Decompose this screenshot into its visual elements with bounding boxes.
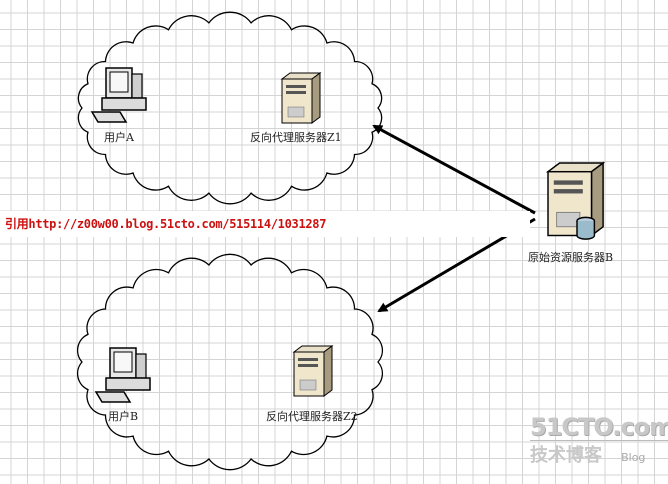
- origin-b-label: 原始资源服务器B: [528, 251, 614, 264]
- proxy-z2-label: 反向代理服务器Z2: [266, 410, 358, 423]
- user-a-label: 用户A: [104, 131, 134, 144]
- watermark-brand: 51CTO.com: [530, 414, 668, 441]
- arrow-to-proxy-z1: [372, 124, 536, 215]
- cloud-network-b: [76, 253, 384, 471]
- cloud-network-a: [77, 11, 383, 205]
- proxy-z1-server-icon: [281, 72, 321, 124]
- user-b-label: 用户B: [108, 410, 139, 423]
- watermark-logo: 51CTO.com 技术博客 Blog: [530, 414, 668, 467]
- user-a-computer-icon: [91, 67, 147, 123]
- citation-band: 引用http://z00w00.blog.51cto.com/515114/10…: [0, 211, 530, 237]
- proxy-z2-server-icon: [293, 345, 333, 397]
- origin-server-b-icon: [547, 162, 604, 240]
- watermark-blog: Blog: [621, 451, 646, 464]
- proxy-z1-label: 反向代理服务器Z1: [250, 131, 342, 144]
- user-b-computer-icon: [95, 347, 151, 403]
- citation-link[interactable]: 引用http://z00w00.blog.51cto.com/515114/10…: [5, 217, 327, 231]
- watermark-subtitle: 技术博客: [530, 445, 602, 466]
